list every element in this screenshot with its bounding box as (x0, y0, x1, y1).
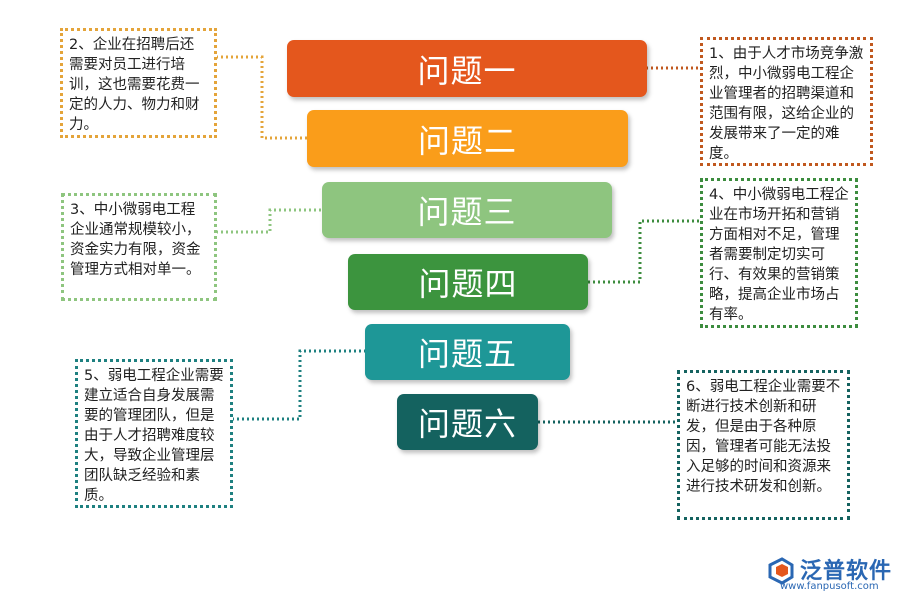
problem-label-4: 问题四 (418, 265, 518, 303)
connector-3 (216, 208, 322, 234)
note-3: 3、中小微弱电工程企业通常规模较小，资金实力有限，资金管理方式相对单一。 (61, 193, 217, 301)
note-text-3: 3、中小微弱电工程企业通常规模较小，资金实力有限，资金管理方式相对单一。 (70, 202, 201, 278)
problem-label-6: 问题六 (417, 405, 517, 443)
brand-url: www.fanpusoft.com (780, 581, 879, 592)
note-text-4: 4、中小微弱电工程企业在市场开拓和营销方面相对不足，管理者需要制定切实可行、有效… (709, 187, 849, 323)
note-1: 1、由于人才市场竞争激烈，中小微弱电工程企业管理者的招聘渠道和范围有限，这给企业… (700, 37, 873, 166)
note-text-1: 1、由于人才市场竞争激烈，中小微弱电工程企业管理者的招聘渠道和范围有限，这给企业… (709, 46, 864, 162)
problem-bar-3: 问题三 (322, 182, 612, 238)
fanpu-logo-icon (768, 557, 794, 585)
note-2: 2、企业在招聘后还需要对员工进行培训，这也需要花费一定的人力、物力和财力。 (60, 28, 217, 138)
problem-bar-5: 问题五 (365, 324, 570, 380)
problem-label-5: 问题五 (417, 335, 517, 373)
note-text-5: 5、弱电工程企业需要建立适合自身发展需要的管理团队，但是由于人才招聘难度较大，导… (84, 368, 224, 504)
connector-4 (588, 219, 700, 284)
connector-2 (216, 55, 307, 140)
note-text-6: 6、弱电工程企业需要不断进行技术创新和研发，但是由于各种原因，管理者可能无法投入… (686, 379, 841, 495)
note-6: 6、弱电工程企业需要不断进行技术创新和研发，但是由于各种原因，管理者可能无法投入… (677, 370, 850, 520)
problem-bar-4: 问题四 (348, 254, 588, 310)
problem-label-3: 问题三 (417, 193, 517, 231)
note-5: 5、弱电工程企业需要建立适合自身发展需要的管理团队，但是由于人才招聘难度较大，导… (75, 359, 233, 508)
problem-bar-1: 问题一 (287, 40, 647, 97)
brand-logo: 泛普软件 www.fanpusoft.com (764, 551, 894, 599)
connector-5 (232, 349, 365, 421)
problem-label-1: 问题一 (417, 51, 517, 90)
problem-label-2: 问题二 (417, 121, 517, 160)
note-text-2: 2、企业在招聘后还需要对员工进行培训，这也需要花费一定的人力、物力和财力。 (69, 37, 200, 133)
note-4: 4、中小微弱电工程企业在市场开拓和营销方面相对不足，管理者需要制定切实可行、有效… (700, 178, 858, 328)
brand-name: 泛普软件 (800, 559, 893, 584)
problem-bar-2: 问题二 (307, 110, 628, 167)
problem-bar-6: 问题六 (397, 394, 538, 450)
